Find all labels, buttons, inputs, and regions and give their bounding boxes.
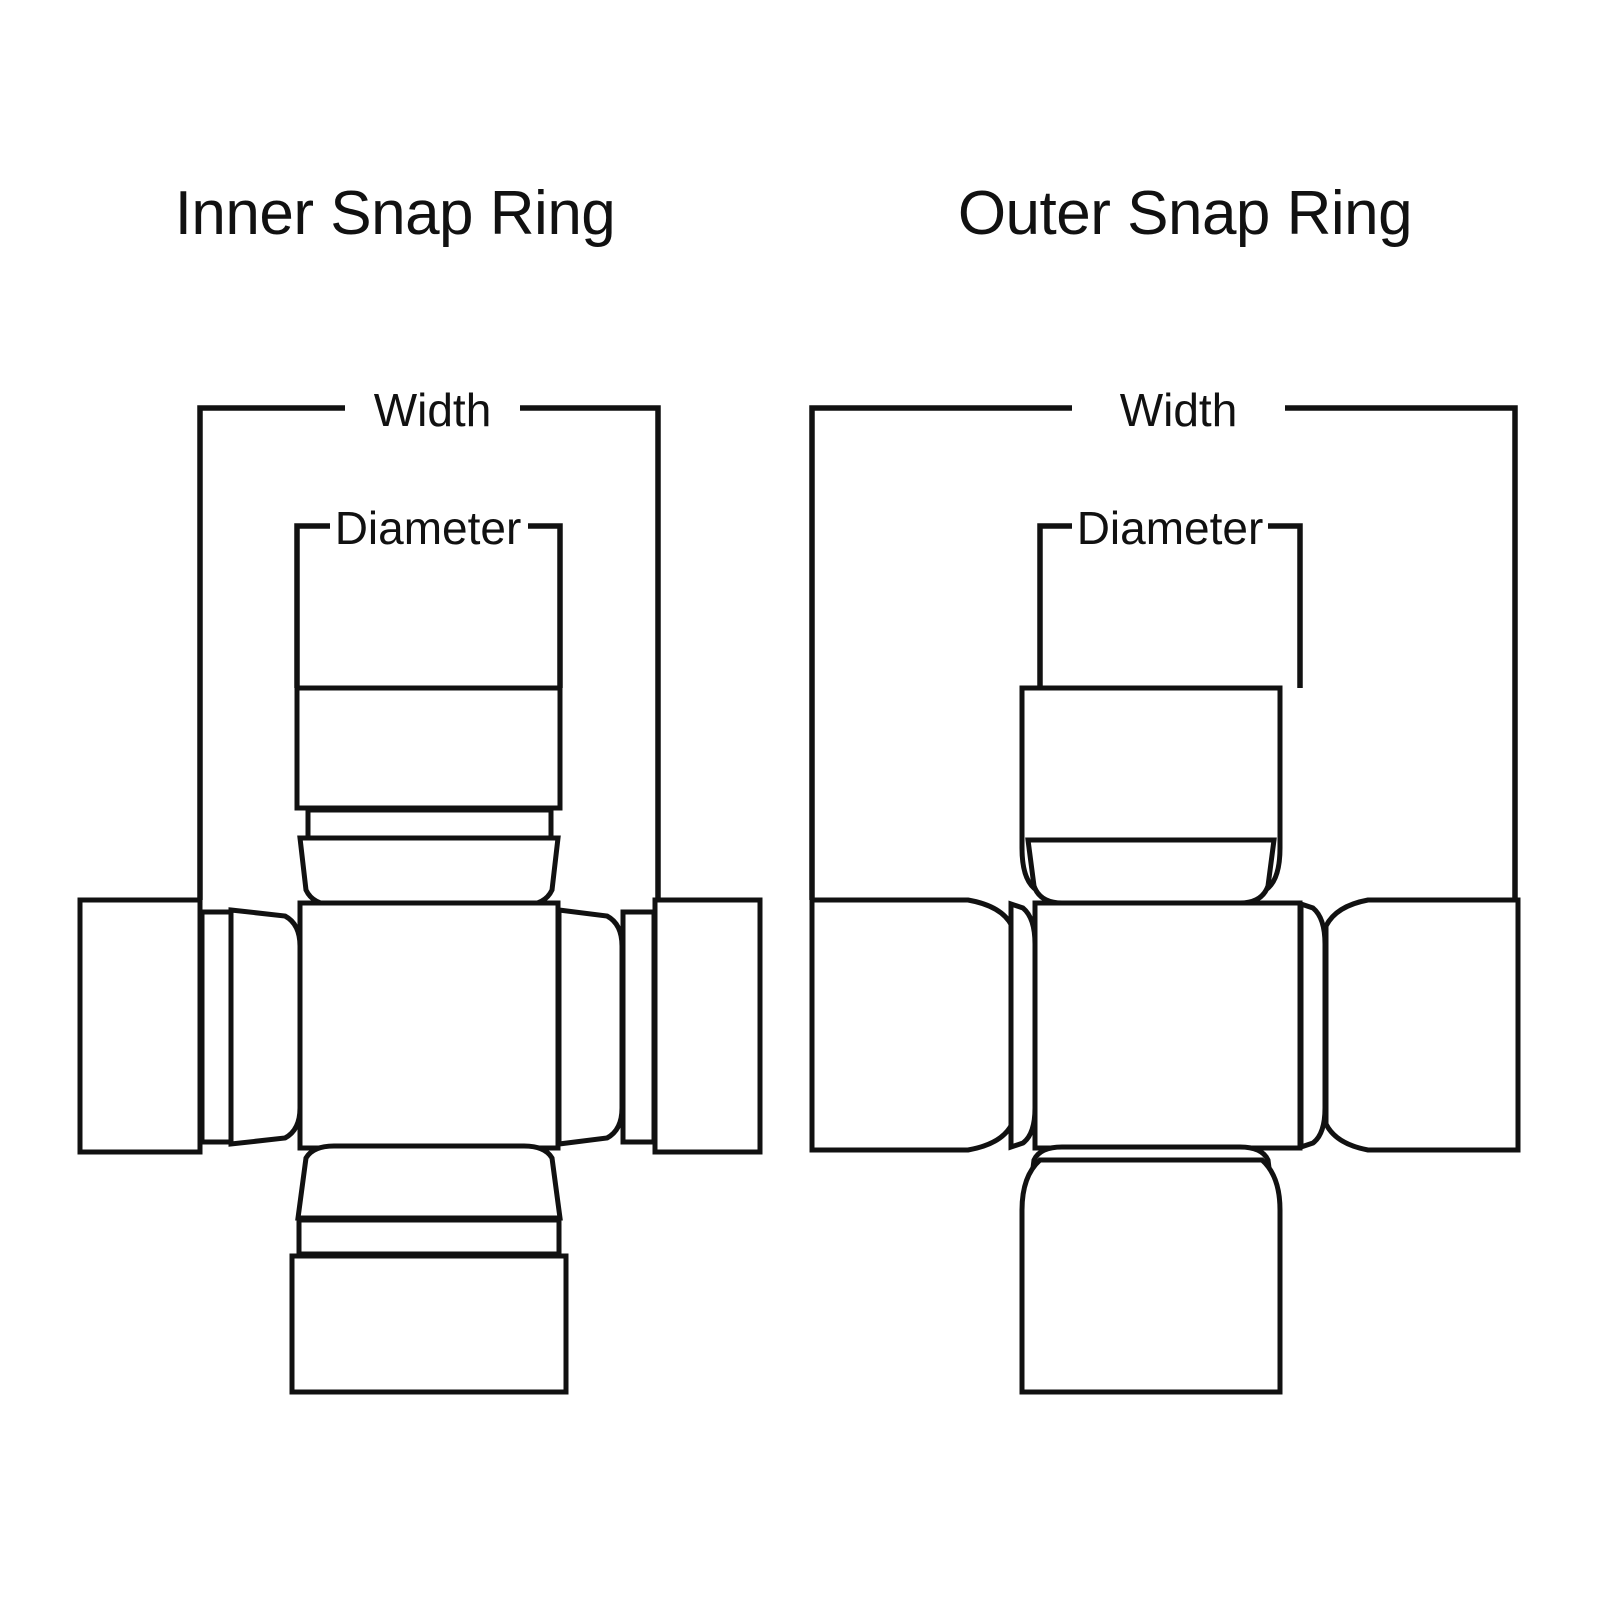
inner-diameter-dimension-bracket — [297, 526, 560, 688]
outer-width-dimension-bracket — [812, 408, 1515, 900]
inner-width-label: Width — [373, 384, 492, 436]
outer-snap-ring-title: Outer Snap Ring — [957, 179, 1413, 248]
inner-bearing-cap-left — [80, 900, 200, 1152]
outer-yoke-trunnion-right — [1301, 904, 1325, 1147]
inner-width-dimension-bracket — [200, 408, 658, 900]
inner-center-cross-body — [300, 903, 558, 1148]
outer-bearing-cap-bottom — [1022, 1160, 1280, 1392]
outer-diameter-label: Diameter — [1076, 502, 1264, 554]
inner-diameter-label: Diameter — [334, 502, 522, 554]
outer-yoke-trunnion-left — [1011, 904, 1035, 1147]
outer-center-cross-body — [1035, 903, 1300, 1148]
outer-yoke-trunnion-top — [1028, 840, 1274, 903]
inner-snap-ring-title: Inner Snap Ring — [174, 179, 616, 248]
inner-bearing-cap-right — [655, 900, 760, 1152]
inner-bearing-cap-top — [297, 688, 560, 808]
inner-bearing-cap-bottom — [292, 1256, 566, 1392]
outer-bearing-cap-left — [812, 900, 1012, 1150]
inner-yoke-trunnion-bottom — [298, 1146, 560, 1218]
outer-bearing-cap-right — [1326, 900, 1518, 1150]
outer-diameter-dimension-bracket — [1040, 526, 1300, 688]
outer-width-label: Width — [1119, 384, 1238, 436]
